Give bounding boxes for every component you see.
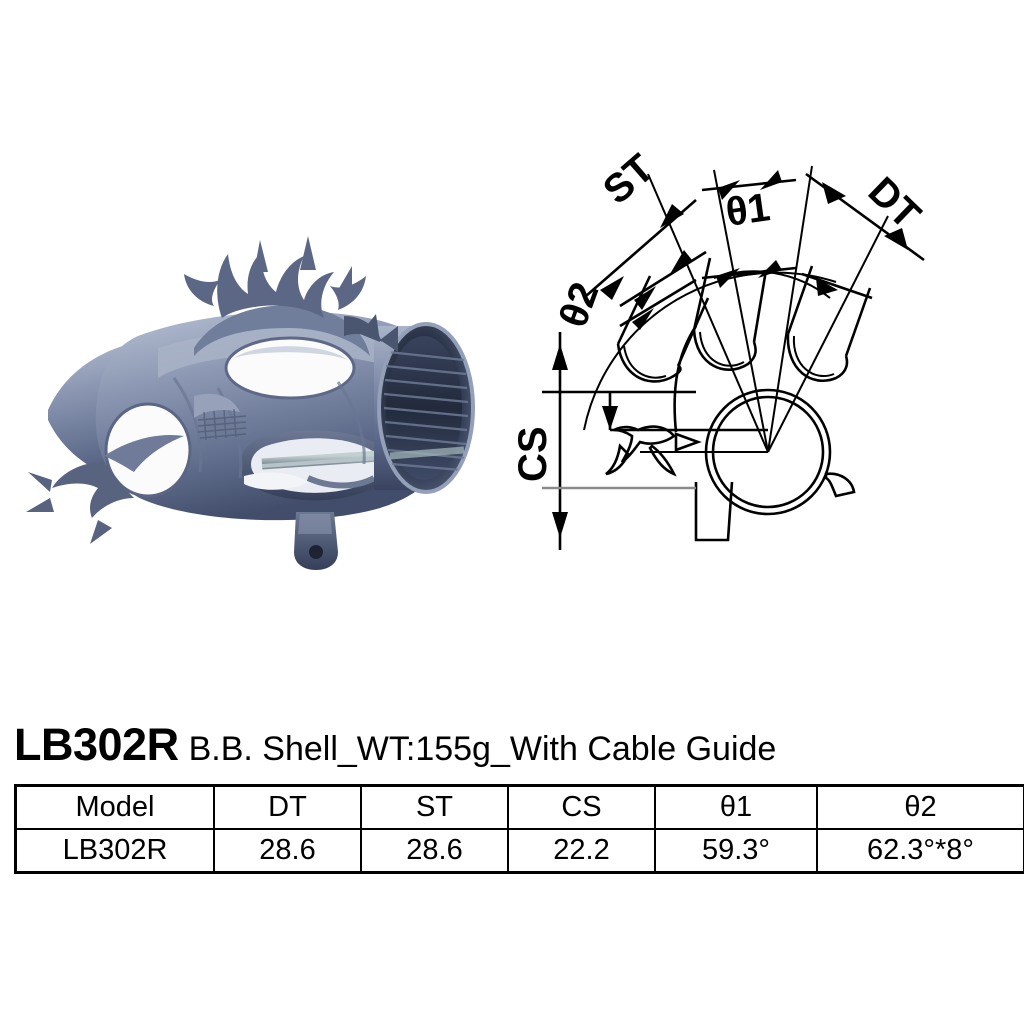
header-cs: CS <box>507 784 656 830</box>
reference-arc <box>583 271 837 431</box>
cell-dt: 28.6 <box>213 828 362 874</box>
label-cs: CS <box>511 426 555 482</box>
header-dt: DT <box>213 784 362 830</box>
socket-middle <box>692 257 768 371</box>
label-dt: DT <box>860 169 929 238</box>
st-dimension <box>585 199 697 300</box>
table-header-row: Model DT ST CS θ1 θ2 <box>14 784 1024 830</box>
label-theta1: θ1 <box>723 185 773 235</box>
cable-guide-ornament <box>605 425 702 477</box>
model-code: LB302R <box>14 719 179 770</box>
header-model: Model <box>14 784 215 830</box>
cell-cs: 22.2 <box>507 828 656 874</box>
dt-dimension <box>805 172 925 262</box>
product-description: B.B. Shell_WT:155g_With Cable Guide <box>188 730 777 768</box>
cell-st: 28.6 <box>360 828 509 874</box>
cell-theta2: 62.3°*8° <box>816 828 1024 874</box>
illustration-band: ST θ1 DT θ2 <box>8 120 1024 590</box>
label-st: ST <box>595 146 662 213</box>
inner-angle-arrows <box>619 260 873 330</box>
product-title: LB302R B.B. Shell_WT:155g_With Cable Gui… <box>14 722 1014 774</box>
header-st: ST <box>360 784 509 830</box>
cell-theta1: 59.3° <box>654 828 818 874</box>
cell-model: LB302R <box>14 828 215 874</box>
technical-drawing-dimensions: ST θ1 DT θ2 <box>500 130 1024 590</box>
header-theta1: θ1 <box>654 784 818 830</box>
theta1-dimension <box>701 170 797 200</box>
table-row: LB302R 28.6 28.6 22.2 59.3° 62.3°*8° <box>14 828 1024 874</box>
product-photo-bb-shell <box>8 120 508 590</box>
cs-dimension <box>542 332 768 550</box>
theta2-dimension <box>619 250 707 310</box>
header-theta2: θ2 <box>816 784 1024 830</box>
specification-table: Model DT ST CS θ1 θ2 LB302R 28.6 28.6 22… <box>14 784 1024 874</box>
